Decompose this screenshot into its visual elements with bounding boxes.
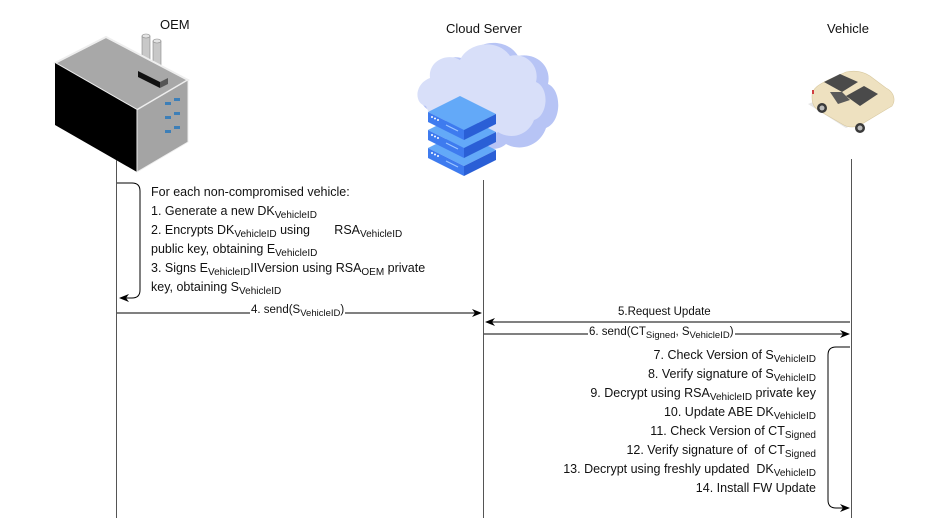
vehicle-lifeline [851, 159, 852, 518]
vehicle-step-post: private key [752, 386, 816, 400]
vehicle-step-13: 13. Decrypt using freshly updated DKVehi… [563, 460, 816, 479]
vehicle-step-10: 10. Update ABE DKVehicleID [563, 403, 816, 422]
oem-step-2-sub: VehicleID [234, 229, 277, 240]
vehicle-step-14: 14. Install FW Update [563, 479, 816, 498]
oem-step-3: 3. Signs EVehicleIDIIVersion using RSAOE… [151, 259, 425, 278]
oem-step-3-sub2: OEM [361, 267, 385, 278]
oem-step-2b: public key, obtaining EVehicleID [151, 240, 317, 259]
oem-step-2-mid: using RSA [276, 223, 360, 237]
vehicle-step-sub: VehicleID [709, 392, 753, 403]
cloud-server-label: Cloud Server [446, 21, 522, 36]
msg6-label: 6. send(CTSigned, SVehicleID) [588, 326, 735, 341]
oem-step-intro: For each non-compromised vehicle: [151, 185, 350, 199]
vehicle-step-text: 8. Verify signature of S [647, 367, 774, 381]
oem-step-2-text: 2. Encrypts DK [151, 223, 235, 237]
oem-step-3-post: private [384, 261, 426, 275]
vehicle-step-7: 7. Check Version of SVehicleID [563, 346, 816, 365]
vehicle-step-sub: VehicleID [773, 411, 816, 422]
oem-step-1-text: 1. Generate a new DK [151, 204, 275, 218]
vehicle-step-sub: VehicleID [773, 354, 816, 365]
oem-label: OEM [160, 17, 190, 32]
vehicle-step-sub: VehicleID [773, 373, 816, 384]
vehicle-step-9: 9. Decrypt using RSAVehicleID private ke… [563, 384, 816, 403]
vehicle-label: Vehicle [827, 21, 869, 36]
vehicle-step-text: 13. Decrypt using freshly updated DK [563, 462, 774, 476]
vehicle-step-text: 7. Check Version of S [653, 348, 774, 362]
oem-step-1: 1. Generate a new DKVehicleID [151, 202, 317, 221]
vehicle-step-sub: Signed [784, 449, 816, 460]
msg6-post: ) [729, 326, 734, 338]
vehicle-step-text: 14. Install FW Update [695, 481, 816, 495]
msg6-sub2: VehicleID [689, 330, 730, 341]
msg4-label: 4. send(SVehicleID) [250, 304, 346, 319]
oem-step-1-sub: VehicleID [274, 210, 317, 221]
vehicle-step-text: 9. Decrypt using RSA [590, 386, 710, 400]
oem-step-2b-text: public key, obtaining E [151, 242, 276, 256]
vehicle-step-text: 11. Check Version of CT [650, 424, 785, 438]
vehicle-step-11: 11. Check Version of CTSigned [563, 422, 816, 441]
vehicle-step-text: 12. Verify signature of of CT [626, 443, 785, 457]
msg6-mid: , S [675, 326, 690, 338]
vehicle-step-sub: Signed [784, 430, 816, 441]
oem-step-2b-sub: VehicleID [275, 248, 318, 259]
oem-step-3b-sub: VehicleID [239, 286, 282, 297]
oem-lifeline [116, 160, 117, 518]
oem-step-2-sub2: VehicleID [360, 229, 403, 240]
vehicle-step-12: 12. Verify signature of of CTSigned [563, 441, 816, 460]
msg6-sub: Signed [645, 330, 676, 341]
msg6-text: 6. send(CT [589, 326, 646, 338]
server-rack-icon [428, 96, 496, 176]
oem-step-3-sub: VehicleID [207, 267, 251, 278]
oem-step-2: 2. Encrypts DKVehicleID using RSAVehicle… [151, 221, 402, 240]
vehicle-step-sub: VehicleID [773, 468, 816, 479]
oem-step-3-mid: IIVersion using RSA [250, 261, 362, 275]
oem-step-3-text: 3. Signs E [151, 261, 208, 275]
oem-step-3b: key, obtaining SVehicleID [151, 278, 281, 297]
msg4-post: ) [340, 304, 345, 316]
oem-step-3b-text: key, obtaining S [151, 280, 240, 294]
msg4-text: 4. send(S [251, 304, 301, 316]
msg5-label: 5.Request Update [618, 306, 711, 318]
cloud-server-lifeline [483, 180, 484, 518]
vehicle-step-text: 10. Update ABE DK [663, 405, 774, 419]
msg4-sub: VehicleID [300, 308, 341, 319]
vehicle-step-8: 8. Verify signature of SVehicleID [563, 365, 816, 384]
vehicle-self-loop-arrow [827, 346, 850, 512]
oem-self-loop-arrow [117, 182, 141, 302]
